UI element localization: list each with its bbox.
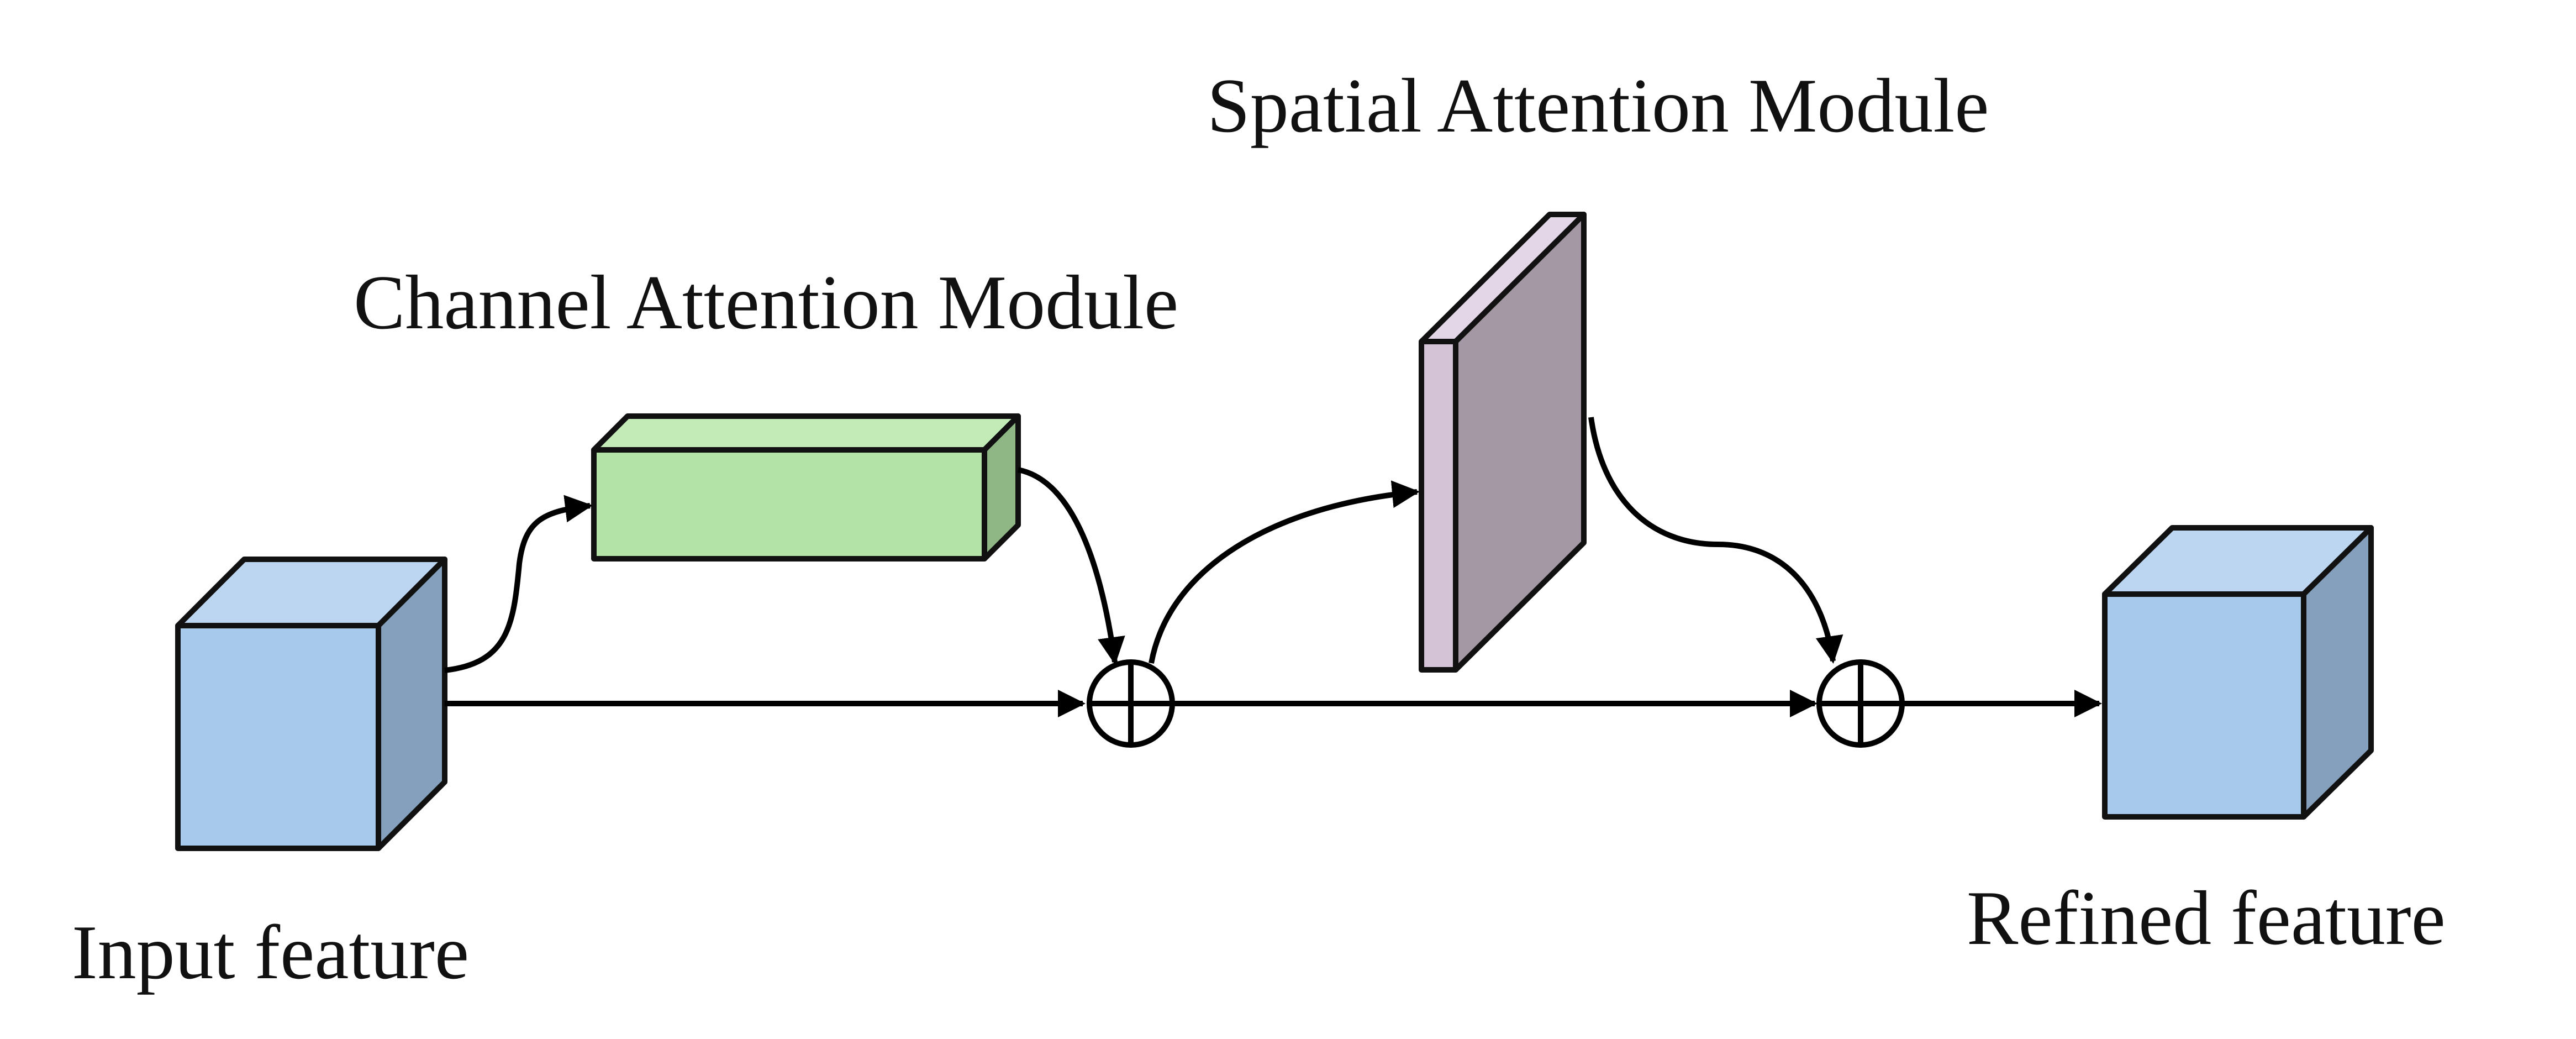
edge-spatial-to-sum2 (1588, 417, 1843, 664)
label-refined-feature: Refined feature (1967, 875, 2446, 961)
input-cube-front (175, 623, 381, 851)
sum-operator-2 (1816, 659, 1905, 748)
label-spatial-attention: Spatial Attention Module (1207, 63, 1989, 149)
spatial-block-face (1453, 212, 1587, 673)
label-input-feature: Input feature (72, 910, 469, 995)
edge-input-to-channel (444, 495, 593, 673)
channel-block-top (591, 413, 1021, 453)
label-channel-attention: Channel Attention Module (354, 260, 1178, 345)
refined-cube-front (2102, 591, 2306, 820)
sum-operator-1 (1087, 659, 1175, 748)
channel-block-front (591, 447, 987, 562)
edge-sum1-to-spatial (1149, 480, 1420, 664)
spatial-block-edge (1419, 339, 1458, 673)
spatial-attention-block (1419, 212, 1587, 673)
input-feature-cube (175, 557, 447, 851)
channel-attention-block (591, 413, 1021, 562)
refined-feature-cube (2102, 525, 2374, 820)
edge-channel-to-sum1 (1018, 467, 1125, 665)
